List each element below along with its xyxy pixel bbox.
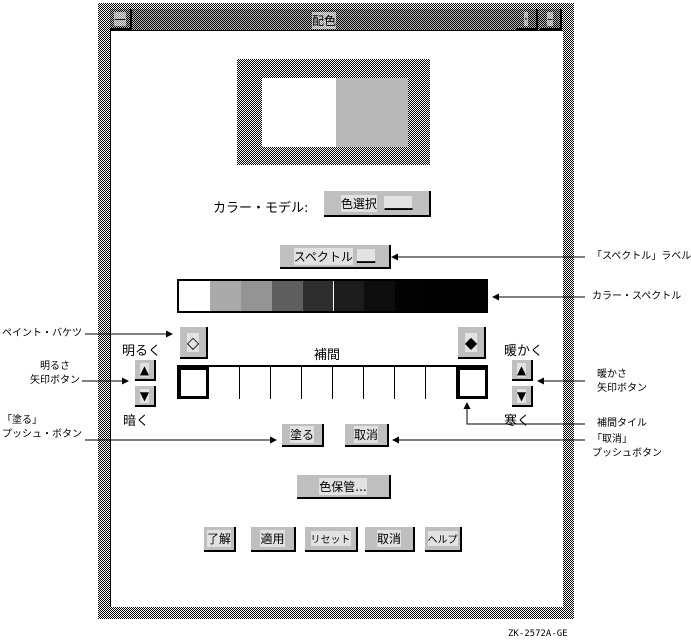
callout-paint-bucket: ペイント・バケツ [2,328,82,339]
interp-tile[interactable] [333,367,364,399]
callout-line: プッシュ・ボタン [2,429,82,440]
cancel-label: 取消 [376,530,401,547]
paint-bucket-icon: ◆ [464,332,478,352]
color-model-option-menu[interactable]: 色選択 ▁▁▁ [324,191,431,217]
callout-color-spectrum: カラー・スペクトル [592,291,682,302]
undo-button[interactable]: 取消 [345,424,389,447]
brighten-label: 明るく [122,344,162,359]
callout-undo-push: 「取消」プッシュボタン [592,433,662,461]
reset-button[interactable]: リセット [305,527,358,552]
spectrum-swatch[interactable] [271,281,303,311]
spectrum-option-menu[interactable]: スペクトル ▁▁ [280,245,391,269]
spectrum-swatch[interactable] [240,281,272,311]
save-color-label: 色保管... [319,477,367,495]
apply-button[interactable]: 適用 [251,527,296,552]
paint-bucket-left[interactable]: ◇ [180,327,208,359]
interpolation-tiles[interactable] [177,365,488,399]
darken-arrow-button[interactable]: ▼ [135,386,156,407]
figure-id: ZK-2572A-GE [508,629,568,639]
interp-tile[interactable] [364,367,395,399]
arrow-up-icon: ▲ [516,362,527,377]
interp-tile[interactable] [302,367,333,399]
cancel-button[interactable]: 取消 [365,527,415,552]
interp-tile[interactable] [426,367,457,399]
callout-interp-tile: 補間タイル [597,418,647,429]
spectrum-swatch[interactable] [333,281,365,311]
spectrum-swatch[interactable] [426,281,458,311]
paint-bucket-icon: ◇ [186,332,200,352]
spectrum-swatch[interactable] [364,281,396,311]
spectrum-swatch[interactable] [395,281,427,311]
window-menu-button[interactable]: — [110,9,132,30]
cooler-label: 寒く [504,414,531,429]
save-color-button[interactable]: 色保管... [297,475,391,499]
spectrum-label: スペクトル [293,247,353,265]
warmer-label: 暖かく [504,344,544,359]
cooler-arrow-button[interactable]: ▼ [512,386,533,407]
preview-new-swatch [336,78,408,147]
option-menu-icon: ▁▁▁ [384,196,413,210]
callout-line: プッシュボタン [592,448,662,459]
interp-tile[interactable] [240,367,271,399]
color-model-label: カラー・モデル: [213,201,309,216]
callout-warmth-arrows: 暖かさ矢印ボタン [597,368,647,396]
callout-line: 矢印ボタン [30,375,80,386]
interp-tile[interactable] [209,367,240,399]
spectrum-swatch[interactable] [457,281,488,311]
arrow-up-icon: ▲ [139,362,150,377]
callout-spectrum-label: 「スペクトル」ラベル [592,251,691,262]
paint-bucket-right[interactable]: ◆ [458,327,486,359]
arrow-down-icon: ▼ [139,388,150,403]
interp-tile[interactable] [178,367,209,399]
preview-original-swatch [262,78,336,147]
callout-line: 明るさ [40,361,70,372]
spectrum-swatch[interactable] [302,281,334,311]
minimize-button[interactable]: · [516,9,538,30]
reset-label: リセット [310,531,351,546]
callout-line: 「塗る」 [2,415,42,426]
undo-button-label: 取消 [353,426,378,443]
interp-tile[interactable] [457,367,488,399]
window-title: 配色 [312,12,337,29]
darken-label: 暗く [123,414,150,429]
help-label: ヘルプ [427,531,458,546]
spectrum-swatch[interactable] [209,281,241,311]
interp-tile[interactable] [271,367,302,399]
callout-paint-push: 「塗る」プッシュ・ボタン [2,414,82,442]
apply-label: 適用 [260,530,285,547]
callout-line: 「取消」 [592,434,632,445]
arrow-interp-tile [463,402,585,425]
maximize-button[interactable]: – [540,9,562,30]
color-model-value: 色選択 [340,194,377,212]
interp-label: 補間 [314,348,341,363]
help-button[interactable]: ヘルプ [425,527,462,552]
paint-button[interactable]: 塗る [282,424,324,447]
spectrum-swatch[interactable] [179,281,210,311]
ok-button[interactable]: 了解 [204,527,236,552]
callout-brightness-arrows: 明るさ矢印ボタン [30,360,80,388]
option-menu-icon: ▁▁ [356,249,376,263]
arrow-down-icon: ▼ [516,388,527,403]
ok-label: 了解 [206,530,231,547]
brighten-arrow-button[interactable]: ▲ [135,360,156,381]
interp-tile[interactable] [395,367,426,399]
callout-line: 矢印ボタン [597,383,647,394]
callout-line: 暖かさ [597,369,627,380]
warmer-arrow-button[interactable]: ▲ [512,360,533,381]
paint-button-label: 塗る [289,426,314,443]
color-spectrum[interactable] [177,279,488,313]
